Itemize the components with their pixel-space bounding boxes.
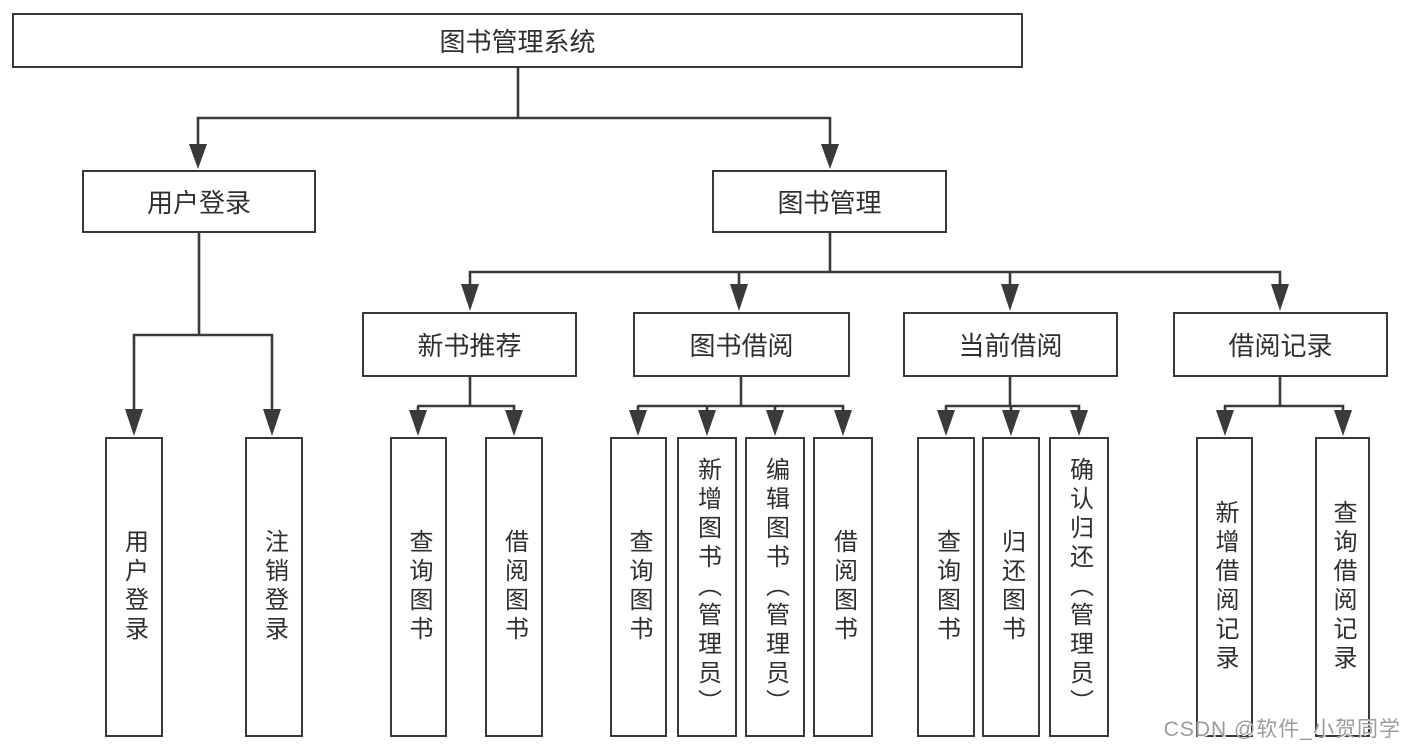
node-leaf-query-books-borrow: 查询图书 bbox=[610, 437, 667, 737]
node-leaf-user-login: 用户登录 bbox=[105, 437, 163, 737]
arrowhead-down-icon bbox=[505, 410, 523, 436]
arrowhead-down-icon bbox=[730, 284, 748, 311]
node-leaf-query-books-recommend: 查询图书 bbox=[390, 437, 447, 737]
arrowhead-down-icon bbox=[461, 284, 479, 311]
node-book-management: 图书管理 bbox=[712, 170, 947, 233]
node-root-system: 图书管理系统 bbox=[12, 13, 1023, 68]
node-borrow-records: 借阅记录 bbox=[1173, 312, 1388, 377]
connector-current-borrow-children bbox=[937, 377, 1088, 436]
connector-book-borrow-children bbox=[629, 377, 852, 436]
node-leaf-logout: 注销登录 bbox=[245, 437, 303, 737]
connector-new-book-recommend-children bbox=[409, 377, 523, 436]
connector-user-login-children bbox=[125, 233, 281, 436]
node-leaf-borrow-books: 借阅图书 bbox=[813, 437, 873, 737]
arrowhead-down-icon bbox=[698, 410, 716, 436]
node-new-book-recommend: 新书推荐 bbox=[362, 312, 577, 377]
arrowhead-down-icon bbox=[1271, 284, 1289, 311]
connector-line bbox=[1223, 377, 1345, 412]
node-leaf-borrow-books-recommend: 借阅图书 bbox=[485, 437, 543, 737]
arrowhead-down-icon bbox=[821, 144, 839, 169]
connector-book-management-children bbox=[461, 233, 1289, 311]
arrowhead-down-icon bbox=[125, 409, 143, 436]
connector-line bbox=[132, 233, 274, 411]
node-leaf-add-book-admin: 新增图书（管理员） bbox=[677, 437, 737, 737]
node-leaf-query-borrow-record: 查询借阅记录 bbox=[1315, 437, 1370, 737]
connector-line bbox=[196, 68, 832, 146]
arrowhead-down-icon bbox=[629, 410, 647, 436]
connector-line bbox=[416, 377, 516, 412]
node-current-borrow: 当前借阅 bbox=[903, 312, 1118, 377]
arrowhead-down-icon bbox=[189, 144, 207, 169]
connector-line bbox=[636, 377, 845, 412]
arrowhead-down-icon bbox=[263, 409, 281, 436]
node-user-login: 用户登录 bbox=[82, 170, 316, 233]
node-book-borrow: 图书借阅 bbox=[633, 312, 850, 377]
arrowhead-down-icon bbox=[409, 410, 427, 436]
arrowhead-down-icon bbox=[937, 410, 955, 436]
connector-line bbox=[944, 377, 1081, 412]
connector-line bbox=[468, 233, 1282, 286]
node-leaf-edit-book-admin: 编辑图书（管理员） bbox=[745, 437, 805, 737]
node-leaf-confirm-return-admin: 确认归还（管理员） bbox=[1049, 437, 1109, 737]
arrowhead-down-icon bbox=[834, 410, 852, 436]
csdn-watermark: CSDN @软件_小贺同学 bbox=[1163, 718, 1401, 741]
arrowhead-down-icon bbox=[1002, 410, 1020, 436]
node-leaf-return-book: 归还图书 bbox=[982, 437, 1040, 737]
arrowhead-down-icon bbox=[1001, 284, 1019, 311]
node-leaf-query-books-current: 查询图书 bbox=[917, 437, 975, 737]
node-leaf-add-borrow-record: 新增借阅记录 bbox=[1196, 437, 1253, 737]
arrowhead-down-icon bbox=[1216, 410, 1234, 436]
arrowhead-down-icon bbox=[766, 410, 784, 436]
connector-borrow-records-children bbox=[1216, 377, 1352, 436]
arrowhead-down-icon bbox=[1334, 410, 1352, 436]
arrowhead-down-icon bbox=[1070, 410, 1088, 436]
connector-root-to-level2 bbox=[189, 68, 839, 169]
